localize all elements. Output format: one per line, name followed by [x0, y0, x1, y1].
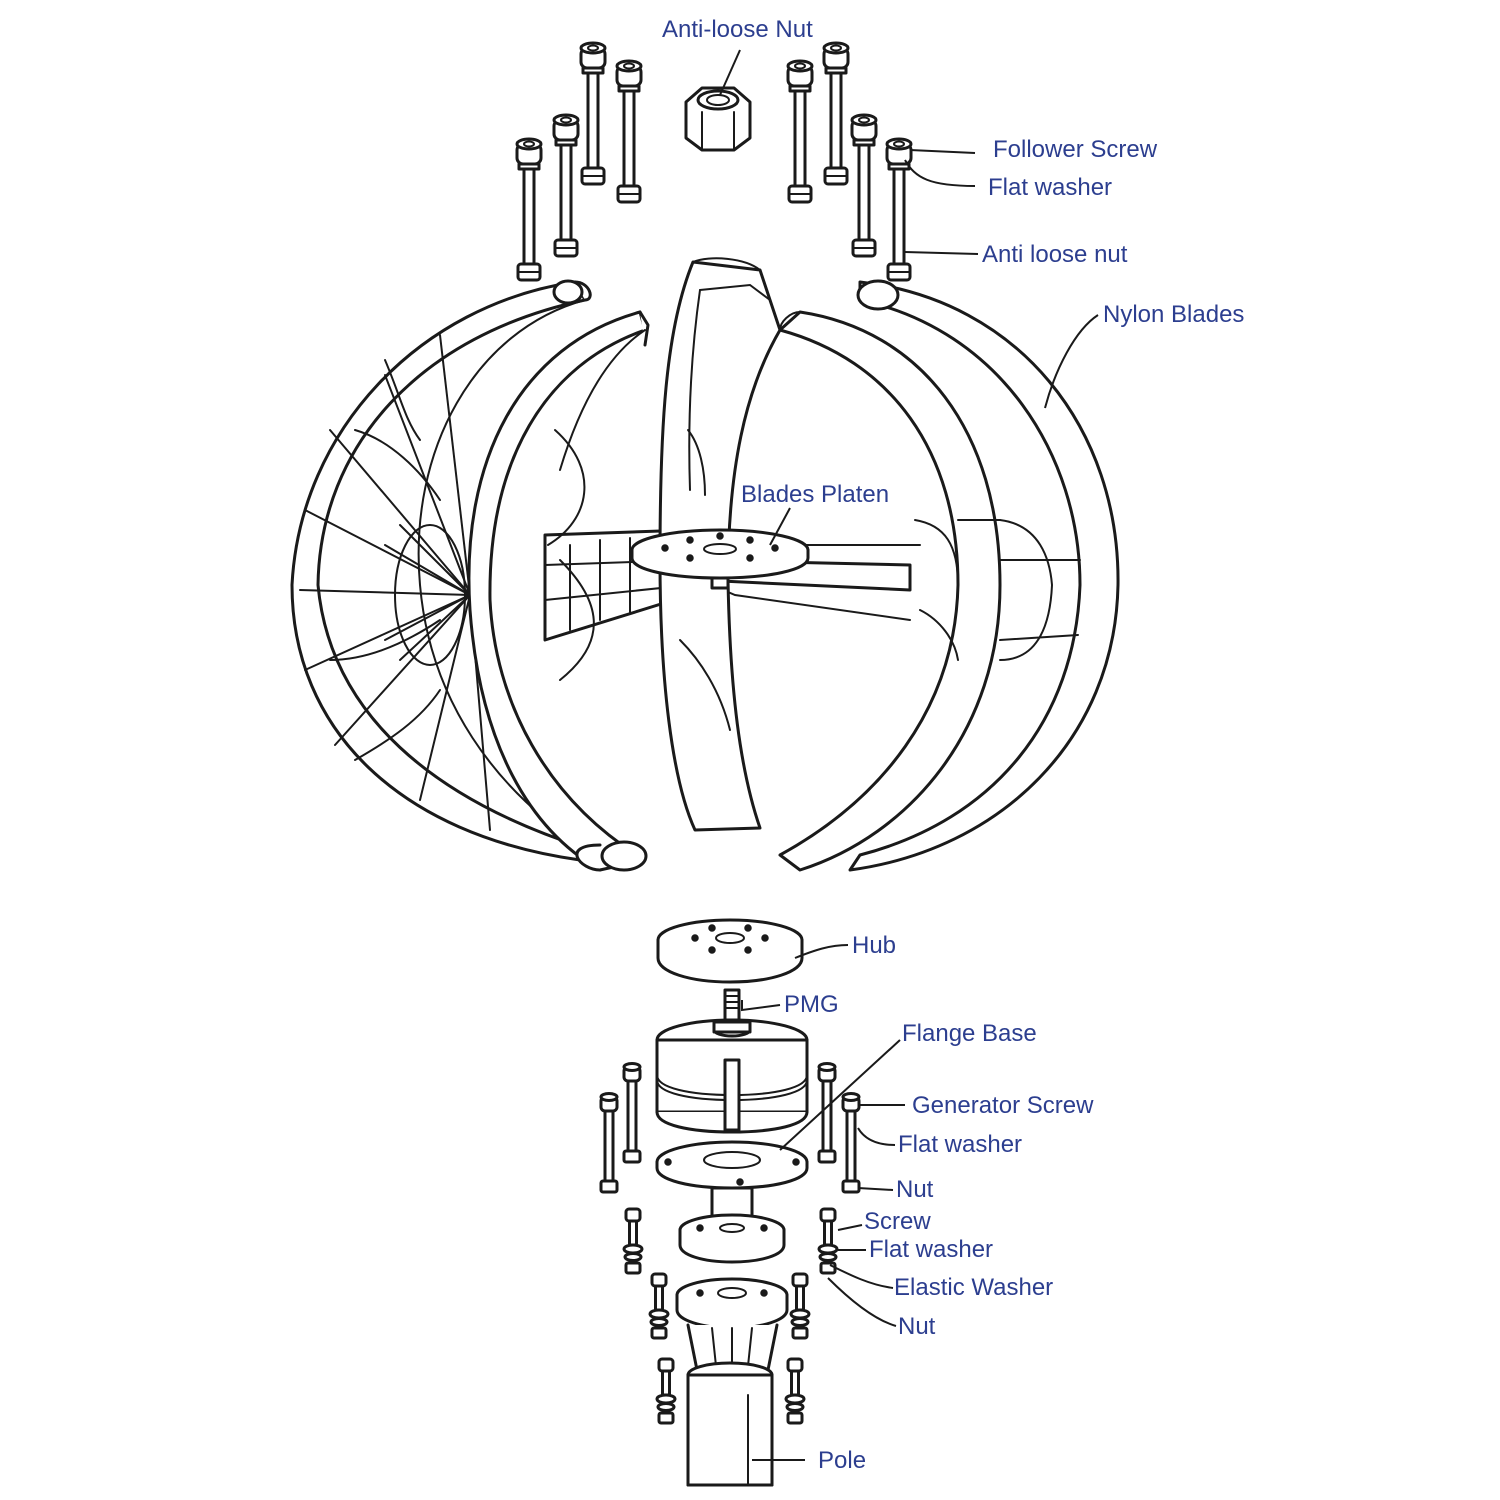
generator-screw-icon: [841, 1092, 861, 1194]
blades-platen-icon: [630, 528, 810, 590]
label-elastic-washer: Elastic Washer: [894, 1274, 1053, 1301]
label-flange-base: Flange Base: [902, 1020, 1037, 1047]
follower-screw-icon: [615, 59, 643, 204]
label-flat-washer-low: Flat washer: [869, 1236, 993, 1263]
anti-loose-nut-icon: [684, 86, 752, 152]
screw-icon: [784, 1357, 806, 1425]
pole-icon: [686, 1361, 774, 1487]
top-bolts: [515, 41, 913, 282]
follower-screw-icon: [850, 113, 878, 258]
label-flat-washer-mid: Flat washer: [898, 1131, 1022, 1158]
label-nut-mid: Nut: [896, 1176, 934, 1203]
screw-icon: [655, 1357, 677, 1425]
label-pole: Pole: [818, 1447, 866, 1474]
label-anti-loose-nut-top: Anti-loose Nut: [662, 16, 813, 43]
pmg-generator-icon: [655, 988, 809, 1134]
follower-screw-icon: [822, 41, 850, 186]
labels: Anti-loose Nut Follower Screw Flat washe…: [662, 16, 1244, 1474]
screw-icon: [622, 1207, 644, 1275]
label-generator-screw: Generator Screw: [912, 1092, 1094, 1119]
screw-icon: [817, 1207, 839, 1275]
follower-screw-icon: [786, 59, 814, 204]
label-screw: Screw: [864, 1208, 931, 1235]
generator-screw-icon: [599, 1092, 619, 1194]
label-anti-loose-nut: Anti loose nut: [982, 241, 1128, 268]
label-flat-washer-top: Flat washer: [988, 174, 1112, 201]
blade-ribs: [299, 334, 491, 831]
follower-screw-icon: [552, 113, 580, 258]
label-follower-screw: Follower Screw: [993, 136, 1158, 163]
label-blades-platen: Blades Platen: [741, 481, 889, 508]
generator-screw-icon: [622, 1062, 642, 1164]
screw-icon: [789, 1272, 811, 1340]
screw-icon: [648, 1272, 670, 1340]
label-pmg: PMG: [784, 991, 839, 1018]
follower-screw-icon: [515, 137, 543, 282]
rotor-assembly: [290, 257, 1120, 872]
follower-screw-icon: [579, 41, 607, 186]
label-nylon-blades: Nylon Blades: [1103, 301, 1244, 328]
flange-base-icon: [655, 1140, 809, 1264]
follower-screw-icon: [885, 137, 913, 282]
hub-icon: [656, 918, 804, 984]
leader-lines: [719, 49, 1099, 1461]
label-hub: Hub: [852, 932, 896, 959]
label-nut-low: Nut: [898, 1313, 936, 1340]
